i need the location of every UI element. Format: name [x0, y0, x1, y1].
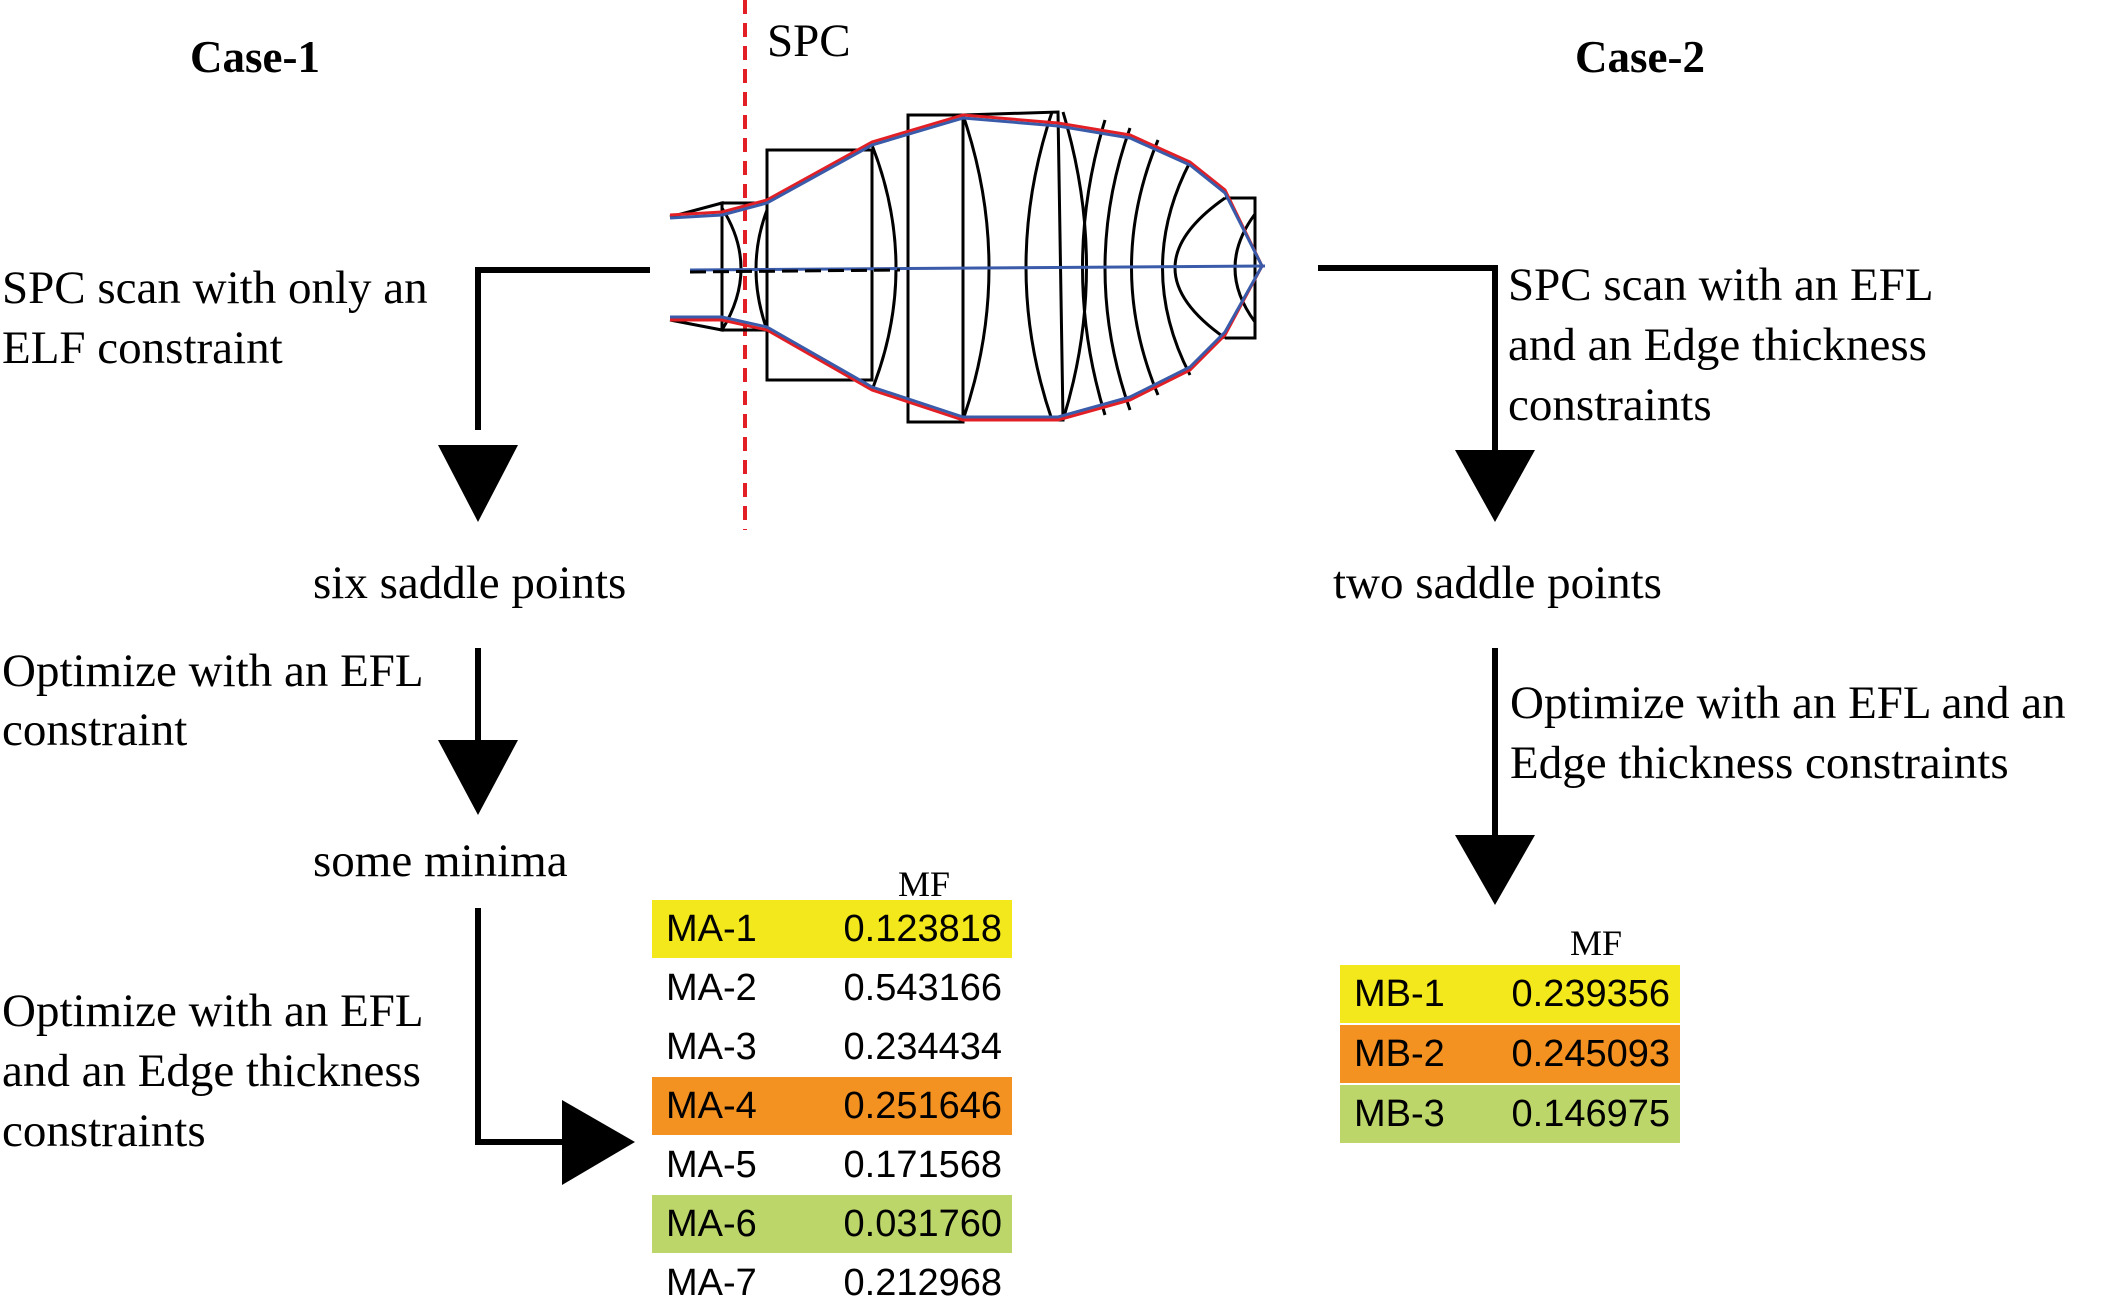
- case2-header: Case-2: [1575, 32, 1705, 82]
- case1-step3-line1: Optimize with an EFL: [2, 985, 424, 1037]
- case2-step1-line1: SPC scan with an EFL: [1508, 259, 1934, 311]
- case1-step2-line1: Optimize with an EFL: [2, 645, 424, 697]
- case1-table-row-mf: 0.234434: [843, 1025, 1003, 1068]
- case1-table-row-id: MA-5: [666, 1143, 757, 1186]
- case2-table-row-mf: 0.146975: [1511, 1092, 1671, 1135]
- case1-arrow-3: [562, 1100, 635, 1185]
- case1-step1-line1: SPC scan with only an: [2, 262, 428, 314]
- case1-table-row: MA-4 0.251646: [652, 1077, 1012, 1135]
- case1-step1-line2: ELF constraint: [2, 322, 283, 374]
- case1-table-row-id: MA-2: [666, 966, 757, 1009]
- case1-table-row: MA-2 0.543166: [652, 959, 1012, 1017]
- case2-table-row: MB-3 0.146975: [1340, 1085, 1680, 1143]
- case2-table-row-id: MB-2: [1354, 1032, 1445, 1075]
- case2-table-row-mf: 0.239356: [1511, 972, 1671, 1015]
- case2-connector-top: [1318, 265, 1498, 450]
- case1-table-row-mf: 0.543166: [843, 966, 1003, 1009]
- case2-result1: two saddle points: [1333, 557, 1662, 609]
- case1-table-row-mf: 0.031760: [843, 1202, 1003, 1245]
- case1-table-row: MA-6 0.031760: [652, 1195, 1012, 1253]
- case1-table-row: MA-7 0.212968: [652, 1254, 1012, 1312]
- case1-step3-line3: constraints: [2, 1105, 206, 1157]
- case1-table-row-mf: 0.171568: [843, 1143, 1003, 1186]
- case1-connector-bottom: [475, 908, 570, 1145]
- case1-table-row-id: MA-4: [666, 1084, 757, 1127]
- case1-header: Case-1: [190, 32, 320, 82]
- case1-table-row-mf: 0.212968: [843, 1261, 1003, 1304]
- case2-arrow-2: [1455, 835, 1535, 905]
- case1-table-row: MA-3 0.234434: [652, 1018, 1012, 1076]
- case1-table-row-id: MA-1: [666, 907, 757, 950]
- case1-table-row-id: MA-6: [666, 1202, 757, 1245]
- case1-table-row-mf: 0.123818: [843, 907, 1003, 950]
- case1-table-row-id: MA-7: [666, 1261, 757, 1304]
- spc-label: SPC: [767, 15, 851, 67]
- ray-envelope-blue: [669, 116, 1264, 419]
- case1-table-row: MA-5 0.171568: [652, 1136, 1012, 1194]
- case2-step2-line2: Edge thickness constraints: [1510, 737, 2009, 789]
- case2-table-row: MB-2 0.245093: [1340, 1025, 1680, 1083]
- case1-result1: six saddle points: [313, 557, 627, 609]
- case1-arrow-1: [438, 445, 518, 522]
- case2-table-row: MB-1 0.239356: [1340, 965, 1680, 1023]
- case2-table-row-id: MB-1: [1354, 972, 1445, 1015]
- case1-step3-line2: and an Edge thickness: [2, 1045, 421, 1097]
- case1-arrow-2: [438, 740, 518, 815]
- case2-step1-line2: and an Edge thickness: [1508, 319, 1927, 371]
- case2-arrow-1: [1455, 450, 1535, 522]
- case1-result2: some minima: [313, 835, 568, 887]
- case2-table-row-id: MB-3: [1354, 1092, 1445, 1135]
- case2-table-row-mf: 0.245093: [1511, 1032, 1671, 1075]
- case1-connector-top: [475, 267, 650, 430]
- optical-axis: [689, 264, 1266, 272]
- case1-step2-line2: constraint: [2, 704, 188, 756]
- case1-table-header: MF: [898, 864, 951, 904]
- case2-table-header: MF: [1570, 923, 1623, 963]
- case2-step1-line3: constraints: [1508, 379, 1712, 431]
- case1-table-row-mf: 0.251646: [843, 1084, 1003, 1127]
- case1-table-row: MA-1 0.123818: [652, 900, 1012, 958]
- case1-table-row-id: MA-3: [666, 1025, 757, 1068]
- case2-step2-line1: Optimize with an EFL and an: [1510, 677, 2066, 729]
